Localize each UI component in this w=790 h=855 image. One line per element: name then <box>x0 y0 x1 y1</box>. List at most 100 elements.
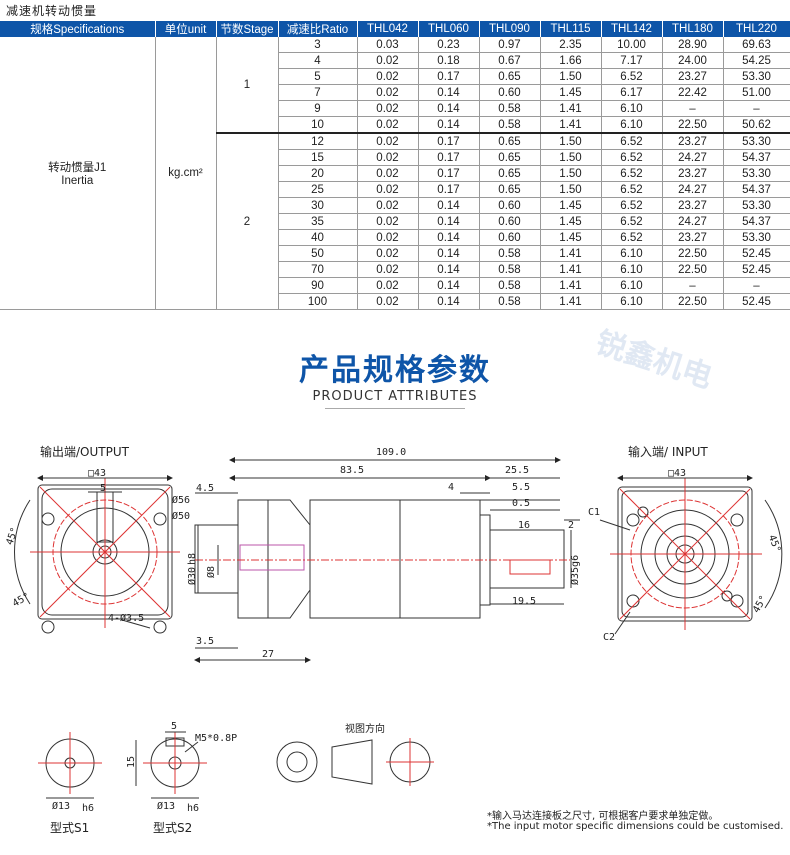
value-cell: 0.65 <box>479 165 541 182</box>
value-cell: 6.52 <box>601 165 663 182</box>
s1-tol: h6 <box>82 803 94 814</box>
value-cell: 0.14 <box>418 100 480 117</box>
ratio-cell: 4 <box>278 52 358 69</box>
value-cell: 0.02 <box>357 197 419 214</box>
section-title: 产品规格参数 <box>299 353 491 388</box>
value-cell: 1.50 <box>540 133 602 150</box>
value-cell: 6.52 <box>601 149 663 166</box>
value-cell: 22.50 <box>662 261 724 278</box>
value-cell: 53.30 <box>723 133 790 150</box>
header-cell: THL180 <box>662 21 724 37</box>
s2-tol: h6 <box>187 803 199 814</box>
output-view <box>14 475 180 634</box>
s2-key-dim: 5 <box>171 721 177 732</box>
value-cell: 0.02 <box>357 213 419 230</box>
input-label: 输入端/ INPUT <box>628 445 708 459</box>
value-cell: 6.52 <box>601 133 663 150</box>
value-cell: 24.27 <box>662 213 724 230</box>
ratio-cell: 30 <box>278 197 358 214</box>
value-cell: 0.02 <box>357 245 419 262</box>
value-cell: 0.65 <box>479 149 541 166</box>
dim-30: Ø30 <box>186 567 198 585</box>
out-50-dim: Ø50 <box>172 510 190 522</box>
value-cell: 0.02 <box>357 277 419 294</box>
value-cell: 1.66 <box>540 52 602 69</box>
value-cell: 54.37 <box>723 181 790 198</box>
value-cell: 54.37 <box>723 149 790 166</box>
value-cell: 6.10 <box>601 277 663 294</box>
dim-16: 16 <box>518 520 530 531</box>
header-cell: THL042 <box>357 21 419 37</box>
value-cell: 0.14 <box>418 261 480 278</box>
value-cell: 0.97 <box>479 37 541 53</box>
value-cell: 0.58 <box>479 116 541 134</box>
ratio-cell: 90 <box>278 277 358 294</box>
header-cell: 减速比Ratio <box>278 21 358 37</box>
dim-83-5: 83.5 <box>340 465 364 476</box>
ratio-cell: 20 <box>278 165 358 182</box>
header-cell: 单位unit <box>155 21 217 37</box>
ratio-cell: 40 <box>278 229 358 246</box>
value-cell: 53.30 <box>723 165 790 182</box>
s2-label: 型式S2 <box>153 821 193 835</box>
value-cell: 0.60 <box>479 213 541 230</box>
section-subtitle: PRODUCT ATTRIBUTES <box>0 389 790 409</box>
value-cell: 22.50 <box>662 245 724 262</box>
value-cell: 0.02 <box>357 52 419 69</box>
spec-label-en: Inertia <box>61 175 94 187</box>
dim-109: 109.0 <box>376 447 406 458</box>
value-cell: 1.50 <box>540 149 602 166</box>
value-cell: 6.17 <box>601 84 663 101</box>
value-cell: 0.17 <box>418 181 480 198</box>
value-cell: 23.27 <box>662 133 724 150</box>
ratio-cell: 35 <box>278 213 358 230</box>
value-cell: 10.00 <box>601 37 663 53</box>
value-cell: 0.14 <box>418 84 480 101</box>
value-cell: 1.41 <box>540 100 602 117</box>
value-cell: 53.30 <box>723 197 790 214</box>
value-cell: 0.14 <box>418 213 480 230</box>
ratio-cell: 70 <box>278 261 358 278</box>
value-cell: 0.60 <box>479 197 541 214</box>
s1-label: 型式S1 <box>50 821 90 835</box>
value-cell: 0.02 <box>357 116 419 134</box>
value-cell: 0.65 <box>479 181 541 198</box>
dim-3-5: 3.5 <box>196 636 214 647</box>
header-cell: THL115 <box>540 21 602 37</box>
value-cell: 52.45 <box>723 261 790 278</box>
ratio-cell: 50 <box>278 245 358 262</box>
value-cell: 0.60 <box>479 229 541 246</box>
value-cell: 0.17 <box>418 149 480 166</box>
value-cell: 0.02 <box>357 293 419 310</box>
value-cell: 6.10 <box>601 100 663 117</box>
value-cell: 50.62 <box>723 116 790 134</box>
value-cell: – <box>662 100 724 117</box>
value-cell: 0.14 <box>418 116 480 134</box>
inertia-caption: 减速机转动惯量 <box>6 4 98 18</box>
value-cell: 7.17 <box>601 52 663 69</box>
value-cell: 0.18 <box>418 52 480 69</box>
dim-2: 2 <box>568 520 574 531</box>
out-angle-2: 45° <box>11 591 32 610</box>
ratio-cell: 15 <box>278 149 358 166</box>
value-cell: 0.17 <box>418 165 480 182</box>
ratio-cell: 100 <box>278 293 358 310</box>
stage-cell: 1 <box>216 37 279 134</box>
value-cell: 0.58 <box>479 261 541 278</box>
value-cell: 1.41 <box>540 277 602 294</box>
value-cell: 28.90 <box>662 37 724 53</box>
value-cell: 0.23 <box>418 37 480 53</box>
value-cell: 23.27 <box>662 197 724 214</box>
out-key-dim: 5 <box>100 483 106 494</box>
value-cell: 1.41 <box>540 116 602 134</box>
value-cell: 24.00 <box>662 52 724 69</box>
in-c1: C1 <box>588 507 600 518</box>
value-cell: – <box>662 277 724 294</box>
